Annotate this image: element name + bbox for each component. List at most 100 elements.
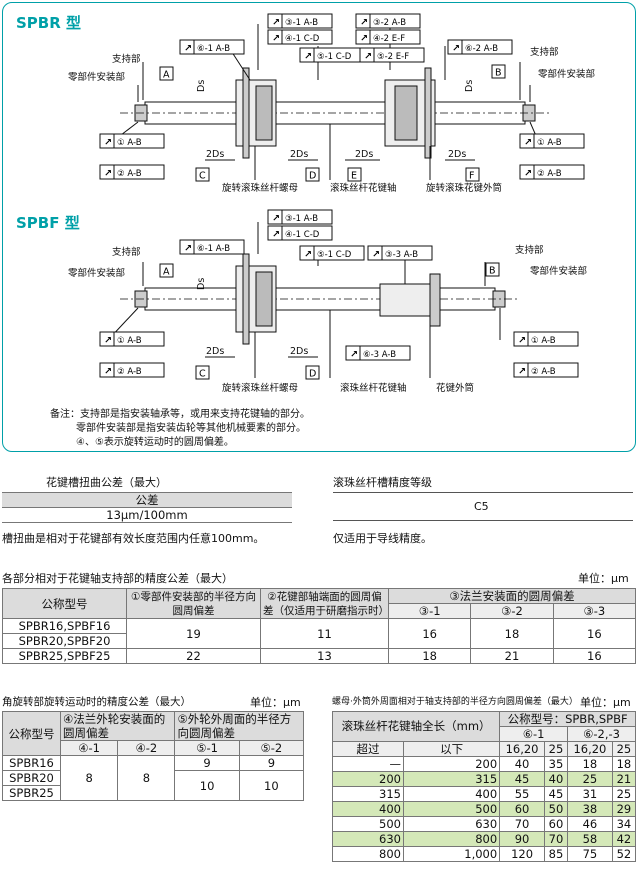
spbr-tol-2-text: ② A-B <box>117 169 142 179</box>
table3-cell: 60 <box>499 801 545 817</box>
table3-cell: 45 <box>543 786 569 802</box>
table3-cell: 40 <box>499 756 545 772</box>
spbf-datum-d-frame <box>305 365 320 380</box>
spbr-datum-d: D <box>309 171 316 182</box>
spbr-2ds-4: 2Ds <box>448 149 466 160</box>
runout-arrow-icon: ↗ <box>360 17 368 28</box>
spbf-shaft-label: 滚珠丝杆花键轴 <box>340 382 407 394</box>
table1-model: SPBR25,SPBF25 <box>2 648 127 664</box>
torsion-note: 槽扭曲是相对于花键部有效长度范围内任意100mm。 <box>2 532 265 545</box>
table3-cell: 85 <box>543 846 569 862</box>
spbr-tol-6-2: ↗ ⑥-2 A-B <box>447 39 513 55</box>
table3-cell: 315 <box>402 771 501 787</box>
table3-cell: 21 <box>611 771 637 787</box>
table3-cell: 42 <box>611 831 637 847</box>
runout-arrow-icon: ↗ <box>452 43 460 54</box>
spbf-tol-6-3: ↗⑥-3 A-B <box>345 345 411 361</box>
spbr-tol-6-2-text: ⑥-2 A-B <box>465 44 498 54</box>
spbf-datum-c: C <box>199 369 206 380</box>
table2-v5-2a: 9 <box>238 755 305 771</box>
spbr-tol-3-1: ↗ ③-1 A-B <box>267 13 333 29</box>
table2-h4-1: ④-1 <box>59 740 119 756</box>
table3-cell: 400 <box>332 801 404 817</box>
torsion-col: 公差 <box>2 492 292 508</box>
runout-arrow-icon: ↗ <box>104 137 112 148</box>
table3-cell: 46 <box>567 816 613 832</box>
lead-value: C5 <box>474 500 489 513</box>
spbr-support-right-label: 支持部 <box>530 46 559 58</box>
spbr-title: SPBR 型 <box>16 14 82 32</box>
spbr-2ds-2: 2Ds <box>290 149 308 160</box>
table1-model: SPBR16,SPBF16 <box>2 618 127 634</box>
spbf-datum-d: D <box>309 369 316 380</box>
table1-cell: 16 <box>552 618 637 649</box>
spbr-datum-b-frame <box>491 64 506 79</box>
table3-h6-23: ⑥-2,-3 <box>567 726 636 742</box>
table3-cell: — <box>332 756 404 772</box>
spbr-datum-a-frame <box>159 66 174 81</box>
spbr-datum-e-frame <box>347 167 362 182</box>
spbf-tol-1-text: ① A-B <box>117 336 142 346</box>
lead-heading: 滚珠丝杆槽精度等级 <box>333 476 432 489</box>
table3-cell: 18 <box>567 756 613 772</box>
table3-h-below: 以下 <box>402 741 501 757</box>
spbr-tol-2r-text: ② A-B <box>537 169 562 179</box>
table2: 公称型号 ④法兰外轮安装面的圆周偏差 ⑤外轮外周面的半径方向圆周偏差 ④-1 ④… <box>2 711 305 801</box>
spbf-support-label: 支持部 <box>112 246 141 258</box>
table1-h3: ③法兰安装面的圆周偏差 <box>388 588 636 604</box>
runout-arrow-icon: ↗ <box>184 43 192 54</box>
table2-v4-2: 8 <box>117 755 176 801</box>
spbr-mount-label: 零部件安装部 <box>68 71 125 83</box>
table3-cell: 29 <box>611 801 637 817</box>
spbr-tol-1r-text: ① A-B <box>537 138 562 148</box>
diagram-panel <box>2 2 636 452</box>
table3-h-d: 25 <box>611 741 637 757</box>
runout-arrow-icon: ↗ <box>364 51 372 62</box>
spbr-nut-label: 旋转滚珠丝杆螺母 <box>222 182 298 194</box>
table1-cell: 22 <box>126 648 261 664</box>
spbr-datum-f: F <box>469 171 474 182</box>
spbf-tol-5-1-text: ⑤-1 C-D <box>317 250 352 260</box>
table3-h-a: 16,20 <box>499 741 545 757</box>
table3-h6-1: ⑥-1 <box>499 726 569 742</box>
spbf-datum-a-frame <box>159 263 174 278</box>
torsion-value: 13μm/100mm <box>2 507 292 523</box>
table3-cell: 800 <box>332 846 404 862</box>
runout-arrow-icon: ↗ <box>272 17 280 28</box>
runout-arrow-icon: ↗ <box>304 249 312 260</box>
table1-h3-2: ③-2 <box>470 603 554 619</box>
spbf-support-right-label: 支持部 <box>515 244 544 256</box>
table2-h4-2: ④-2 <box>117 740 176 756</box>
spbf-datum-c-frame <box>195 365 210 380</box>
table3-cell: 55 <box>499 786 545 802</box>
table1-model: SPBR20,SPBF20 <box>2 633 127 649</box>
runout-arrow-icon: ↗ <box>272 229 280 240</box>
spbf-tol-1r-text: ① A-B <box>531 336 556 346</box>
spbr-tol-5-2: ↗⑤-2 E-F <box>359 47 425 63</box>
table3-cell: 40 <box>543 771 569 787</box>
table3-h-over: 超过 <box>332 741 404 757</box>
spbf-tol-5-1: ↗ ⑤-1 C-D <box>299 245 365 261</box>
table1-cell: 13 <box>260 648 389 664</box>
spbr-2ds-1: 2Ds <box>206 149 224 160</box>
spbr-tol-3-1-text: ③-1 A-B <box>285 18 318 28</box>
runout-arrow-icon: ↗ <box>272 33 280 44</box>
table3-h-model: 公称型号：SPBR,SPBF <box>499 711 636 727</box>
table3-cell: 75 <box>567 846 613 862</box>
spbr-tol-4-1-text: ④-1 C-D <box>285 34 320 44</box>
table3-cell: 90 <box>499 831 545 847</box>
spbf-tol-2r-text: ② A-B <box>531 367 556 377</box>
spbr-spbf-diagram: ↗⑥-1 A-B↗③-1 A-B↗④-1 C-D↗⑤-1 C-D↗③-2 A-B… <box>68 13 595 394</box>
table3-cell: 58 <box>567 831 613 847</box>
runout-arrow-icon: ↗ <box>304 51 312 62</box>
table1-cell: 16 <box>387 618 472 649</box>
spbr-2ds-3: 2Ds <box>355 149 373 160</box>
spbr-datum-c: C <box>199 171 206 182</box>
runout-arrow-icon: ↗ <box>518 335 526 346</box>
table2-h5: ⑤外轮外周面的半径方向圆周偏差 <box>174 711 304 741</box>
